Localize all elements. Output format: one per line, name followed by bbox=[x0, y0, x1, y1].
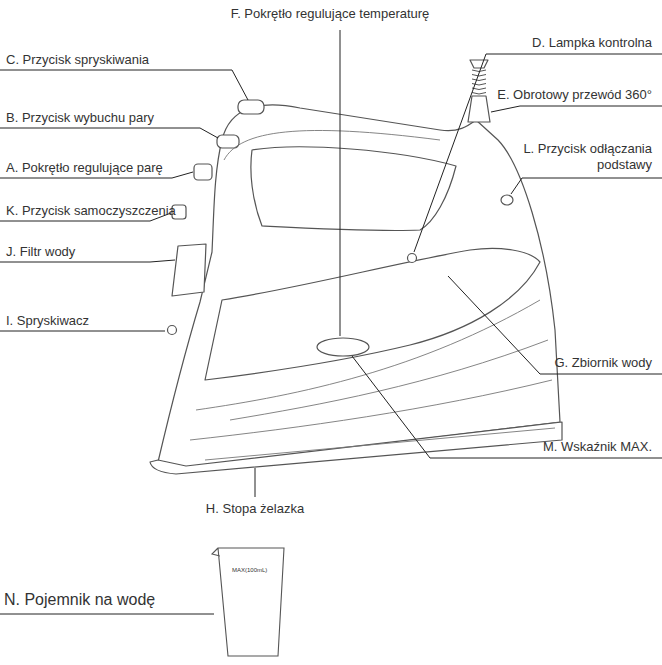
indicator-lamp bbox=[408, 254, 417, 263]
sprayer bbox=[168, 326, 177, 335]
leader-lines bbox=[0, 30, 662, 614]
part-label: M. Wskaźnik MAX. bbox=[543, 439, 652, 455]
cup-marking: MAX(100mL) bbox=[232, 566, 267, 574]
spring-coil bbox=[472, 93, 486, 95]
part-label: J. Filtr wody bbox=[6, 244, 75, 260]
burst-button bbox=[217, 135, 239, 148]
part-label: I. Spryskiwacz bbox=[6, 313, 89, 329]
part-label: K. Przycisk samoczyszczenia bbox=[6, 203, 176, 219]
part-label: B. Przycisk wybuchu pary bbox=[6, 110, 154, 126]
part-label: A. Pokrętło regulujące parę bbox=[6, 160, 163, 176]
spring-coil bbox=[472, 88, 486, 90]
part-label: L. Przycisk odłączania podstawy bbox=[502, 141, 652, 173]
part-label: D. Lampka kontrolna bbox=[532, 35, 652, 51]
part-label: G. Zbiornik wody bbox=[554, 355, 652, 371]
body-contours bbox=[190, 130, 555, 460]
spring-coil bbox=[472, 79, 486, 81]
part-label: C. Przycisk spryskiwania bbox=[6, 52, 149, 68]
temperature-dial bbox=[317, 338, 369, 356]
spring-coil bbox=[472, 84, 486, 86]
part-label: F. Pokrętło regulujące temperaturę bbox=[231, 6, 430, 22]
soleplate bbox=[150, 422, 562, 474]
steam-knob bbox=[194, 164, 212, 180]
water-cup bbox=[212, 548, 284, 656]
spray-button bbox=[238, 100, 264, 114]
water-filter bbox=[172, 244, 206, 296]
iron-body bbox=[158, 105, 560, 468]
part-label: E. Obrotowy przewód 360° bbox=[497, 87, 652, 103]
cord-base bbox=[468, 96, 490, 122]
release-button bbox=[501, 195, 513, 205]
handle-opening bbox=[251, 147, 456, 231]
part-label: N. Pojemnik na wodę bbox=[4, 590, 155, 610]
spring-coil bbox=[472, 70, 486, 72]
part-label: H. Stopa żelazka bbox=[206, 501, 304, 517]
cord-plug bbox=[470, 60, 488, 68]
spring-coil bbox=[472, 75, 486, 77]
